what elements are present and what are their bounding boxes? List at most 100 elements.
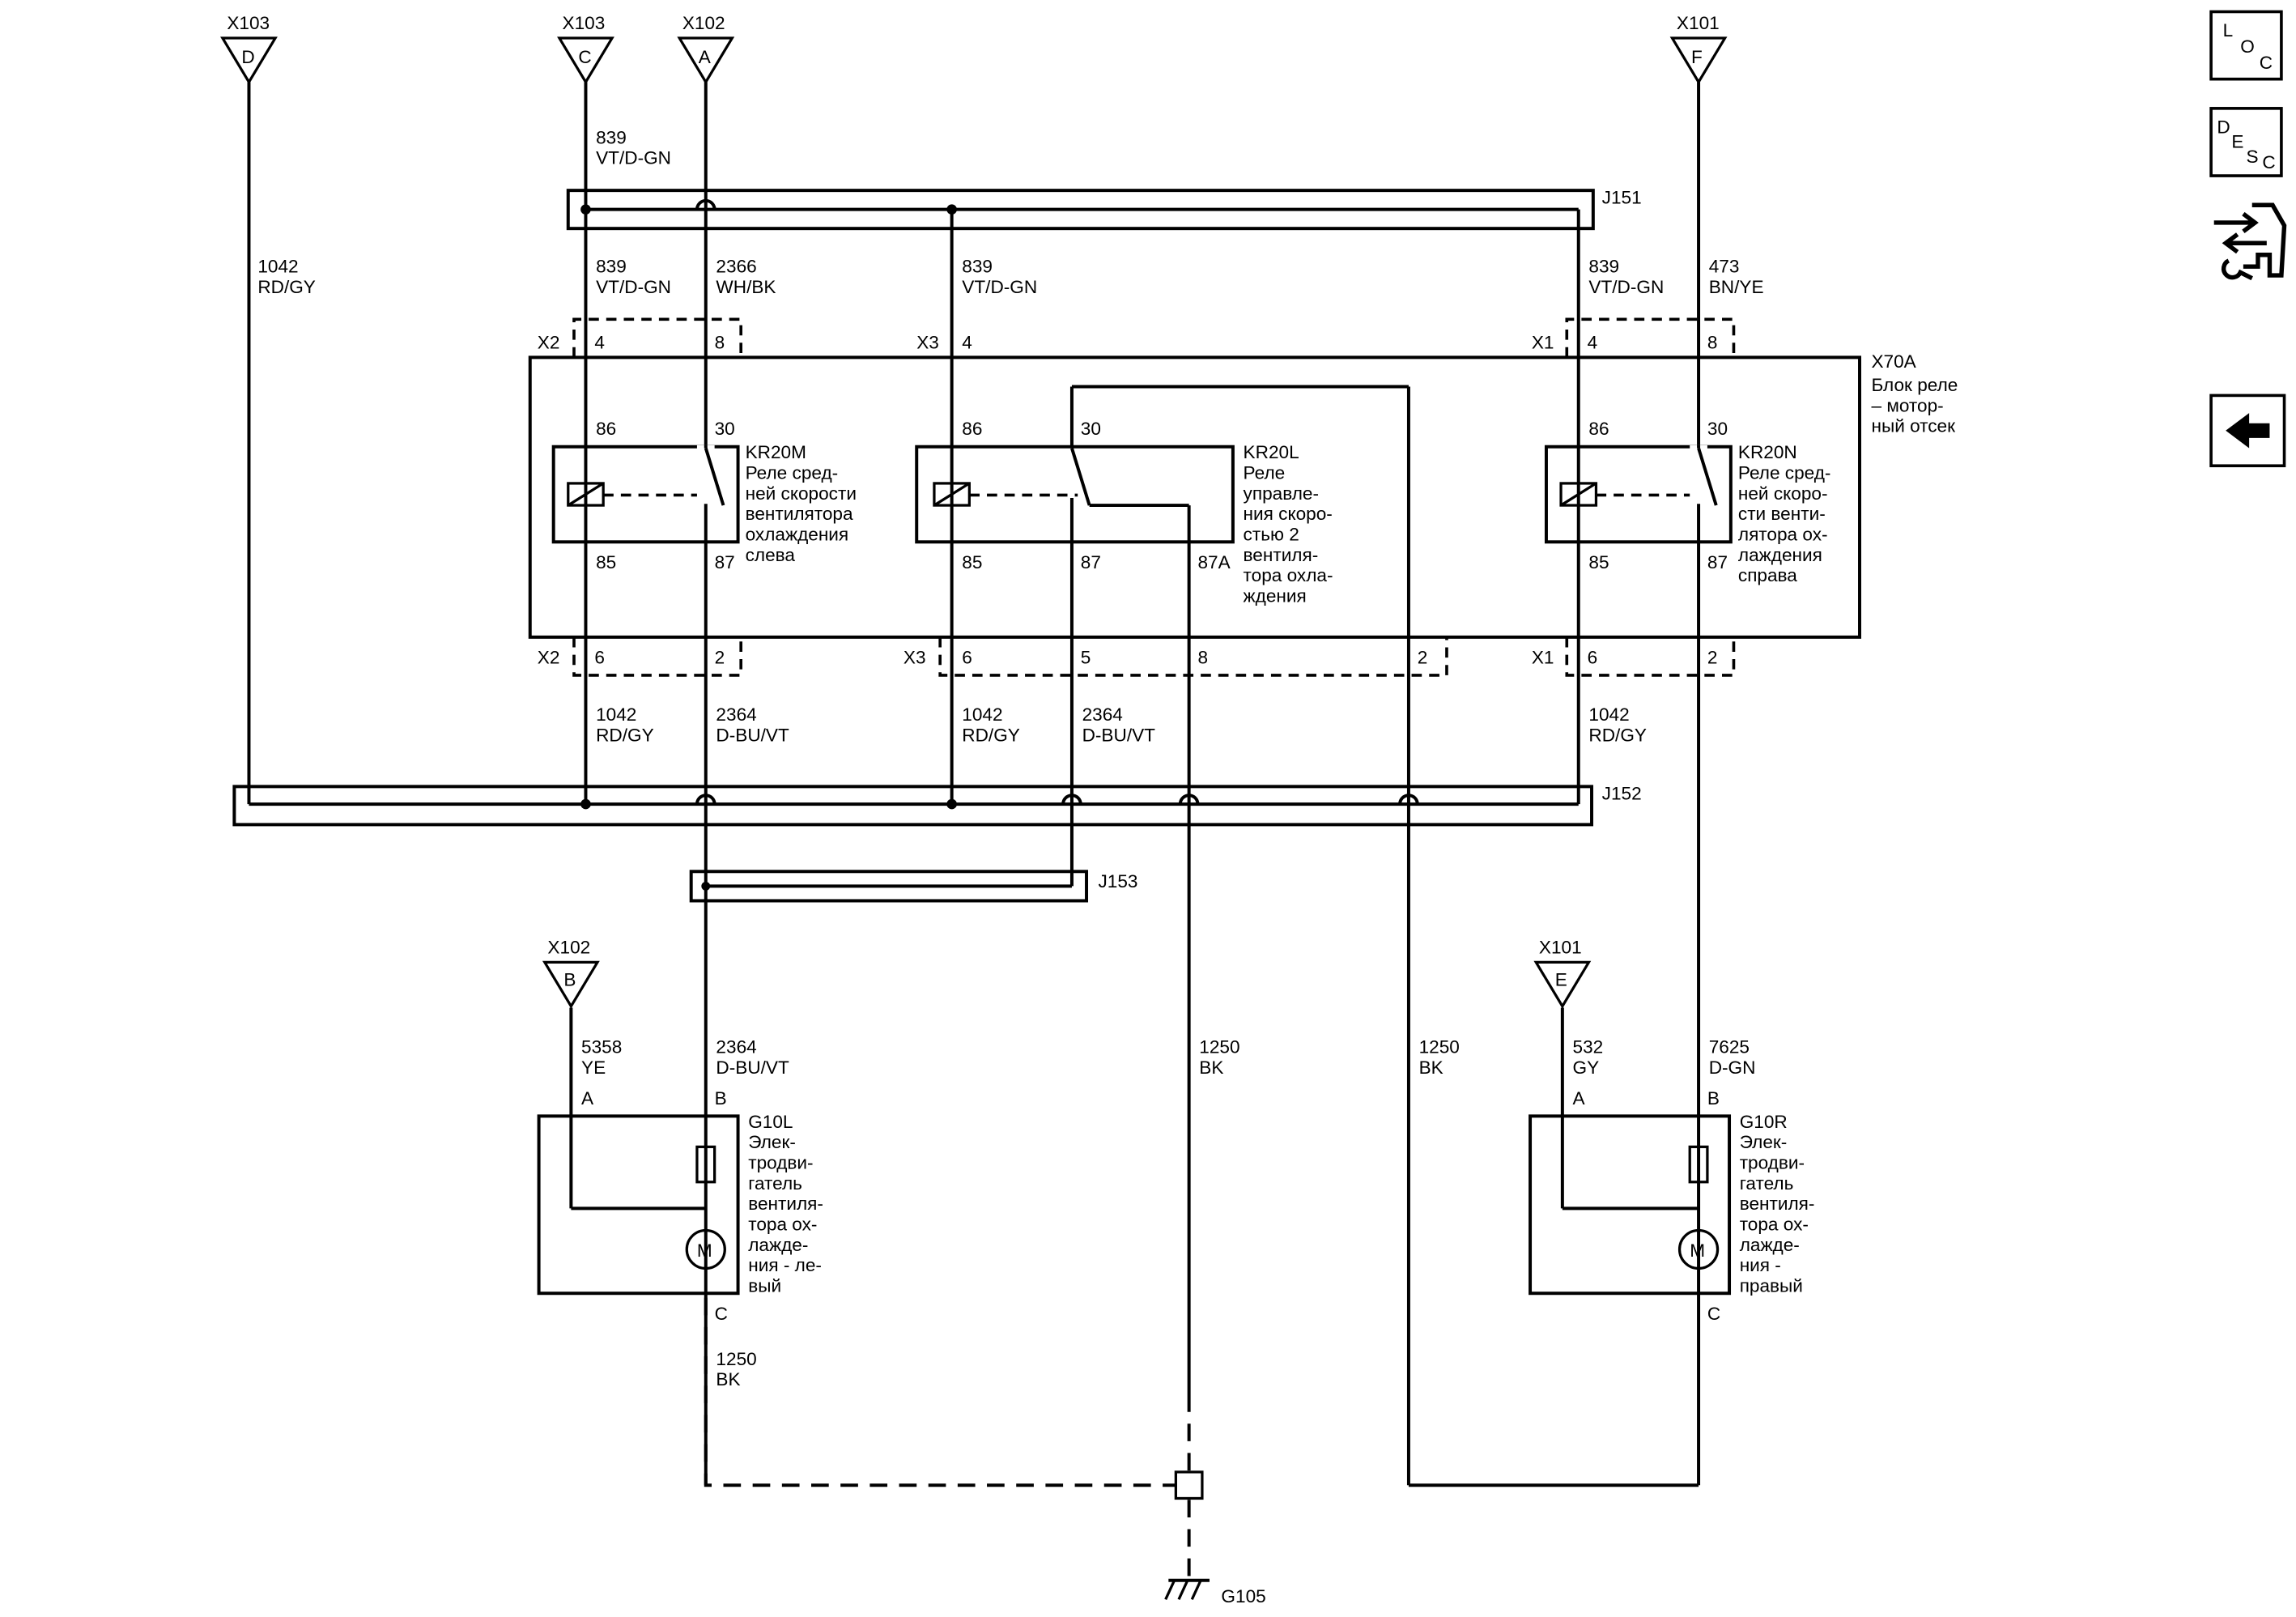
back-button[interactable] bbox=[2209, 394, 2286, 468]
header-pin: 6 bbox=[594, 647, 605, 667]
relay-pin: 85 bbox=[1588, 552, 1609, 572]
wire-number: 2366 bbox=[716, 256, 756, 276]
wire-number: 839 bbox=[1588, 256, 1619, 276]
connector-x103-d: X103 D bbox=[220, 13, 278, 85]
wire-color: YE bbox=[581, 1057, 606, 1078]
relay-pin: 30 bbox=[715, 419, 735, 439]
diagnostic-connector-button[interactable] bbox=[2208, 196, 2287, 281]
relay-id: KR20L bbox=[1244, 442, 1299, 462]
header-pin: 8 bbox=[1707, 333, 1718, 353]
header-label: X1 bbox=[1532, 647, 1554, 667]
connector-x101-f: X101 F bbox=[1669, 13, 1728, 85]
loc-button[interactable]: L O C bbox=[2209, 10, 2283, 81]
splice-label: J152 bbox=[1602, 784, 1642, 804]
motor-desc: тора ох- bbox=[748, 1214, 817, 1234]
motor-desc: лажде- bbox=[748, 1235, 808, 1255]
header-pin: 6 bbox=[1588, 647, 1598, 667]
relay-desc: охлаждения bbox=[746, 524, 849, 544]
wire-number: 1042 bbox=[257, 256, 298, 276]
splice-j151: J151 bbox=[566, 187, 1642, 231]
relay-pin: 87 bbox=[715, 552, 735, 572]
wire-number: 7625 bbox=[1709, 1037, 1750, 1057]
wire-number: 5358 bbox=[581, 1037, 622, 1057]
wire-number: 839 bbox=[596, 127, 627, 147]
relay-desc: вентиля- bbox=[1244, 545, 1319, 565]
connector-x103-c: X103 C bbox=[557, 13, 614, 85]
relay-pin: 87 bbox=[1707, 552, 1728, 572]
connector-pin: D bbox=[241, 47, 254, 67]
desc-letter: D bbox=[2217, 117, 2230, 138]
splice-dots bbox=[580, 204, 957, 891]
wire-color: BN/YE bbox=[1709, 277, 1764, 297]
relay-pin: 85 bbox=[962, 552, 982, 572]
motor-pin: B bbox=[1707, 1088, 1720, 1108]
wire-color: D-BU/VT bbox=[716, 725, 789, 745]
desc-button-icon: D E S C bbox=[2217, 117, 2275, 172]
loc-button-icon: L O C bbox=[2223, 20, 2273, 73]
wire-color: BK bbox=[1199, 1057, 1223, 1078]
desc-letter: S bbox=[2247, 147, 2259, 167]
connector-x101-e: X101 E bbox=[1533, 938, 1592, 1009]
relay-pin: 87 bbox=[1081, 552, 1101, 572]
wire-color: BK bbox=[716, 1369, 740, 1389]
header-pin: 2 bbox=[715, 647, 725, 667]
ground-label: G105 bbox=[1221, 1586, 1265, 1606]
relay-block-desc: – мотор- bbox=[1871, 395, 1943, 415]
relay-desc: слева bbox=[746, 545, 796, 565]
connector-x102-b: X102 B bbox=[542, 938, 600, 1009]
splice-label: J153 bbox=[1099, 871, 1138, 891]
relay-desc: ней скорости bbox=[746, 483, 857, 504]
wire-labels: 1042 RD/GY 839 VT/D-GN 839 VT/D-GN 2366 … bbox=[257, 127, 1763, 1389]
wire-number: 1042 bbox=[596, 704, 636, 725]
desc-letter: E bbox=[2231, 132, 2243, 152]
relay-kr20m: 86 30 85 87 KR20M Реле сред- ней скорост… bbox=[551, 419, 857, 572]
header-pin: 2 bbox=[1707, 647, 1718, 667]
wire-number: 2364 bbox=[716, 704, 756, 725]
motor-id: G10R bbox=[1740, 1112, 1788, 1132]
motor-pin: B bbox=[715, 1088, 727, 1108]
wire-color: VT/D-GN bbox=[1588, 277, 1664, 297]
relay-pin: 87A bbox=[1197, 552, 1231, 572]
desc-button[interactable]: D E S C bbox=[2209, 107, 2283, 177]
loc-letter: L bbox=[2223, 20, 2234, 40]
header-pin: 8 bbox=[715, 333, 725, 353]
wire-color: RD/GY bbox=[596, 725, 654, 745]
relay-desc: вентилятора bbox=[746, 504, 853, 524]
wire-color: D-GN bbox=[1709, 1057, 1756, 1078]
wire-color: BK bbox=[1419, 1057, 1444, 1078]
wire-color: D-BU/VT bbox=[1082, 725, 1156, 745]
header-label: X3 bbox=[904, 647, 926, 667]
header-pin: 2 bbox=[1418, 647, 1428, 667]
loc-letter: C bbox=[2260, 53, 2273, 73]
wire-number: 532 bbox=[1573, 1037, 1604, 1057]
connector-label: X103 bbox=[563, 13, 606, 33]
header-pin: 8 bbox=[1197, 647, 1208, 667]
wire-number: 1042 bbox=[1588, 704, 1629, 725]
relay-desc: лятора ох- bbox=[1738, 524, 1828, 544]
relay-desc: ния скоро- bbox=[1244, 504, 1333, 524]
wire-color: GY bbox=[1573, 1057, 1600, 1078]
wire-number: 1250 bbox=[716, 1349, 756, 1369]
motor-desc: ния - bbox=[1740, 1255, 1781, 1275]
connector-label: X101 bbox=[1539, 938, 1582, 958]
diagnostic-connector-icon bbox=[2213, 202, 2287, 281]
relay-pin: 85 bbox=[596, 552, 616, 572]
wires bbox=[247, 82, 1701, 1579]
header-pin: 4 bbox=[962, 333, 972, 353]
motor-pin: A bbox=[581, 1088, 594, 1108]
motor-desc: Элек- bbox=[1740, 1132, 1788, 1152]
connector-label: X101 bbox=[1677, 13, 1720, 33]
splice-label: J151 bbox=[1602, 187, 1642, 207]
relay-block-x70a: X70A Блок реле – мотор- ный отсек bbox=[528, 351, 1958, 639]
relay-desc: управле- bbox=[1244, 483, 1319, 504]
motor-pin: C bbox=[715, 1304, 728, 1324]
wire-color: VT/D-GN bbox=[962, 277, 1037, 297]
connector-pin: F bbox=[1691, 47, 1703, 67]
loc-letter: O bbox=[2240, 36, 2255, 57]
relay-block-id: X70A bbox=[1871, 351, 1916, 372]
motor-desc: гатель bbox=[748, 1173, 802, 1194]
motor-symbol: M bbox=[1690, 1240, 1705, 1261]
relay-pin: 86 bbox=[1588, 419, 1609, 439]
motor-pin: C bbox=[1707, 1304, 1720, 1324]
relay-id: KR20M bbox=[746, 442, 806, 462]
